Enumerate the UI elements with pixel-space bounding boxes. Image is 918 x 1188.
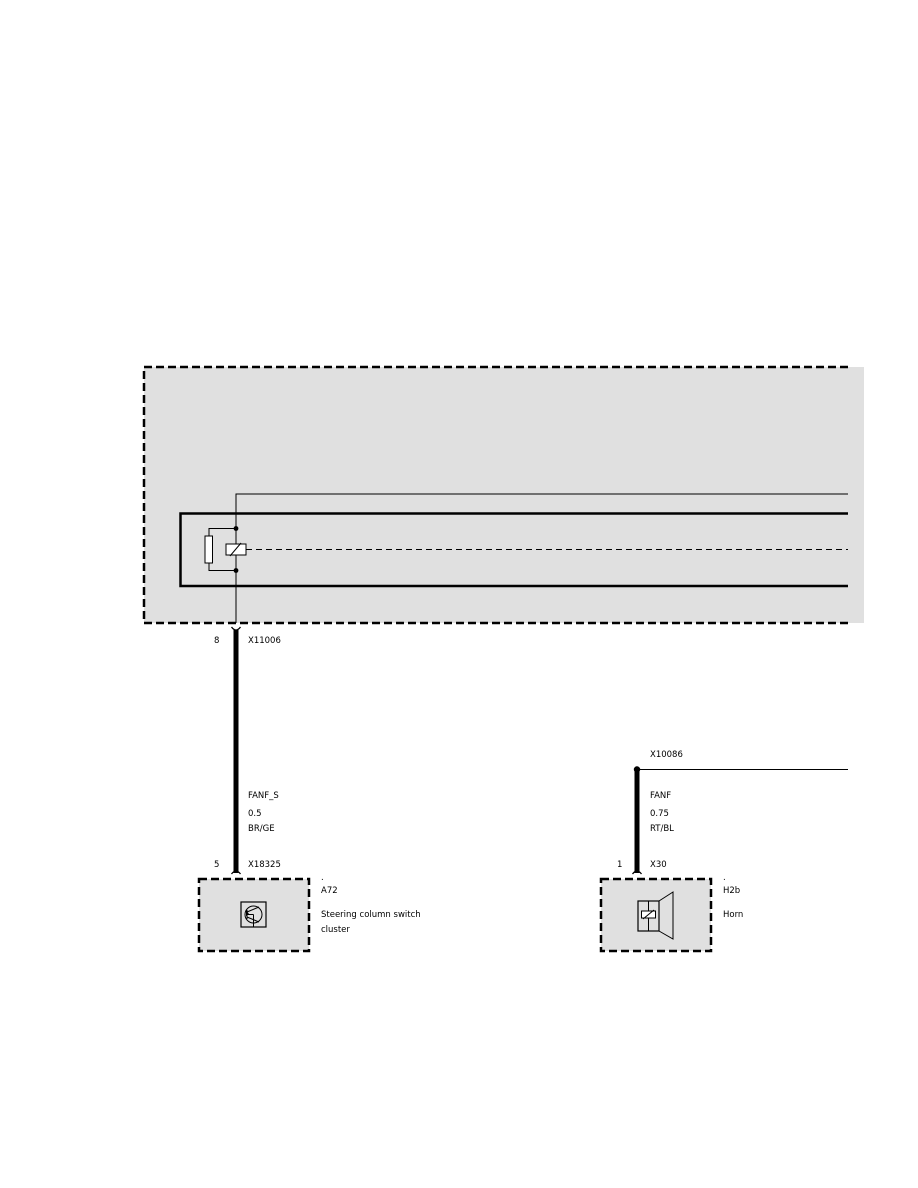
connector-x18325: 5 X18325	[214, 860, 281, 875]
transistor-icon	[240, 901, 267, 928]
component-h2b-id: H2b	[723, 886, 740, 896]
wire-fanf-color: RT/BL	[650, 824, 674, 834]
component-h2b: . H2b Horn	[599, 873, 743, 953]
connector-x30-id: X30	[650, 860, 667, 870]
relay-icon	[204, 513, 848, 623]
connector-x18325-pin: 5	[214, 860, 219, 870]
connector-x11006-pin: 8	[214, 636, 219, 646]
component-h2b-mark: .	[723, 873, 726, 883]
component-a72: . A72 Steering column switch cluster	[197, 873, 421, 953]
wire-fanf-gauge: 0.75	[650, 809, 669, 819]
relay-rail-box	[179, 512, 848, 588]
control-module-housing	[142, 365, 864, 625]
wire-fanf-s-name: FANF_S	[248, 791, 279, 801]
wire-fanf-s-color: BR/GE	[248, 824, 275, 834]
junction-x10086: X10086	[633, 750, 848, 773]
wire-fanf-name: FANF	[650, 791, 671, 801]
component-a72-id: A72	[321, 886, 338, 896]
junction-x10086-id: X10086	[650, 750, 683, 760]
connector-x30: 1 X30	[617, 860, 667, 875]
wire-fanf-s-gauge: 0.5	[248, 809, 262, 819]
component-a72-name-1: Steering column switch	[321, 910, 421, 920]
module-feed-wire	[235, 493, 848, 513]
connector-x18325-id: X18325	[248, 860, 281, 870]
component-a72-name-2: cluster	[321, 925, 350, 935]
horn-speaker-icon	[637, 891, 674, 940]
component-h2b-name: Horn	[723, 910, 743, 920]
connector-x30-pin: 1	[617, 860, 622, 870]
connector-x11006: 8 X11006	[214, 626, 281, 646]
connector-x11006-id: X11006	[248, 636, 281, 646]
component-a72-mark: .	[321, 873, 324, 883]
